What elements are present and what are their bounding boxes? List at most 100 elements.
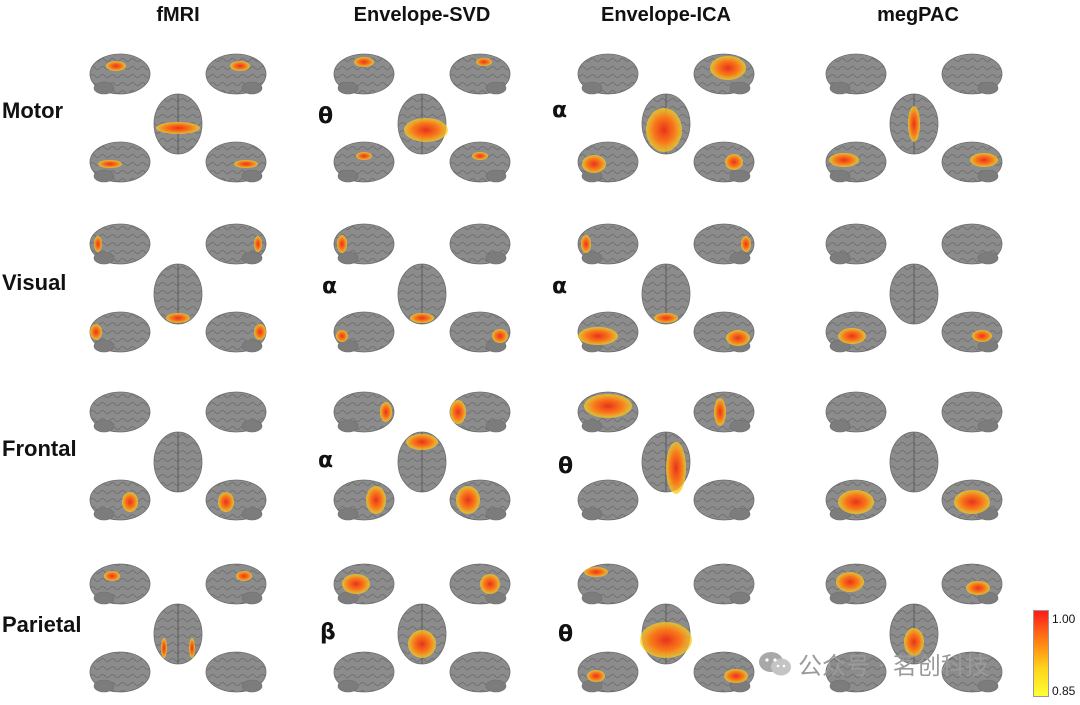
activation-blob (584, 394, 632, 418)
cerebellum (241, 339, 263, 353)
wechat-icon (759, 651, 791, 675)
cerebellum (241, 419, 263, 433)
cerebellum (93, 81, 115, 95)
cerebellum (581, 81, 603, 95)
cerebellum (729, 591, 751, 605)
activation-blob (710, 56, 746, 80)
activation-blob (666, 442, 686, 494)
cerebellum (241, 679, 263, 693)
activation-blob (230, 61, 250, 71)
activation-blob (410, 313, 434, 323)
cerebellum (729, 251, 751, 265)
band-motor-svd: θ (318, 104, 334, 129)
activation-blob (714, 398, 726, 426)
cerebellum (337, 251, 359, 265)
activation-blob (254, 324, 266, 340)
brain-cell-parietal-ica (577, 563, 755, 693)
activation-blob (492, 329, 508, 343)
cerebellum (977, 419, 999, 433)
cerebellum (581, 419, 603, 433)
activation-blob (724, 669, 748, 683)
activation-blob (836, 572, 864, 592)
activation-blob (356, 152, 372, 160)
activation-blob (578, 327, 618, 345)
activation-blob (654, 313, 678, 323)
activation-blob (104, 571, 120, 581)
band-motor-ica: α (552, 98, 568, 123)
cerebellum (93, 419, 115, 433)
cerebellum (977, 679, 999, 693)
brain-cell-visual-svd (333, 223, 511, 353)
brain-cell-motor-ica (577, 53, 755, 183)
cerebellum (829, 251, 851, 265)
activation-blob (456, 486, 480, 514)
activation-blob (122, 492, 138, 512)
activation-blob (408, 630, 436, 658)
cerebellum (241, 81, 263, 95)
activation-blob (337, 235, 347, 253)
brain-cell-parietal-svd (333, 563, 511, 693)
brain-cell-motor-megpac (825, 53, 1003, 183)
brain-cell-frontal-ica (577, 391, 755, 521)
cerebellum (93, 169, 115, 183)
watermark: 公众号 · 茗创科技 (758, 646, 989, 681)
activation-blob (450, 400, 466, 424)
activation-blob (98, 160, 122, 168)
cerebellum (581, 679, 603, 693)
activation-blob (581, 235, 591, 253)
activation-blob (380, 402, 392, 422)
cerebellum (485, 81, 507, 95)
cerebellum (93, 591, 115, 605)
activation-blob (476, 58, 492, 66)
activation-blob (726, 330, 750, 346)
cerebellum (485, 169, 507, 183)
cerebellum (829, 591, 851, 605)
activation-blob (234, 160, 258, 168)
brain-cell-frontal-svd (333, 391, 511, 521)
cerebellum (581, 251, 603, 265)
cerebellum (729, 81, 751, 95)
cerebellum (729, 507, 751, 521)
cerebellum (829, 679, 851, 693)
band-visual-svd: α (322, 274, 338, 299)
colorbar (1033, 610, 1049, 697)
cerebellum (337, 419, 359, 433)
activation-blob (404, 118, 448, 142)
cerebellum (93, 339, 115, 353)
activation-blob (904, 628, 924, 656)
activation-blob (94, 236, 102, 252)
activation-blob (640, 622, 692, 658)
activation-blob (218, 492, 234, 512)
activation-blob (972, 330, 992, 342)
row-label-frontal: Frontal (2, 436, 77, 461)
activation-blob (587, 670, 605, 682)
brain-cell-parietal-fmri (89, 563, 267, 693)
brain-cell-motor-fmri (89, 53, 267, 183)
cerebellum (93, 251, 115, 265)
col-header-envelope-ica: Envelope-ICA (600, 4, 732, 26)
band-parietal-ica: θ (558, 622, 574, 647)
cerebellum (337, 339, 359, 353)
row-label-motor: Motor (2, 98, 64, 123)
activation-blob (254, 236, 262, 252)
cerebellum (485, 419, 507, 433)
activation-blob (725, 154, 743, 170)
brain-cell-frontal-megpac (825, 391, 1003, 521)
activation-blob (354, 57, 374, 67)
brain-cell-visual-megpac (825, 223, 1003, 353)
cerebellum (485, 507, 507, 521)
activation-blob (584, 567, 608, 577)
activation-blob (161, 638, 167, 658)
activation-blob (970, 153, 998, 167)
cerebellum (729, 169, 751, 183)
activation-blob (480, 574, 500, 594)
activation-blob (156, 122, 200, 134)
cerebellum (977, 169, 999, 183)
activation-blob (189, 638, 195, 658)
activation-blob (829, 153, 859, 167)
cerebellum (581, 591, 603, 605)
activation-blob (106, 61, 126, 71)
cerebellum (829, 169, 851, 183)
cerebellum (337, 679, 359, 693)
